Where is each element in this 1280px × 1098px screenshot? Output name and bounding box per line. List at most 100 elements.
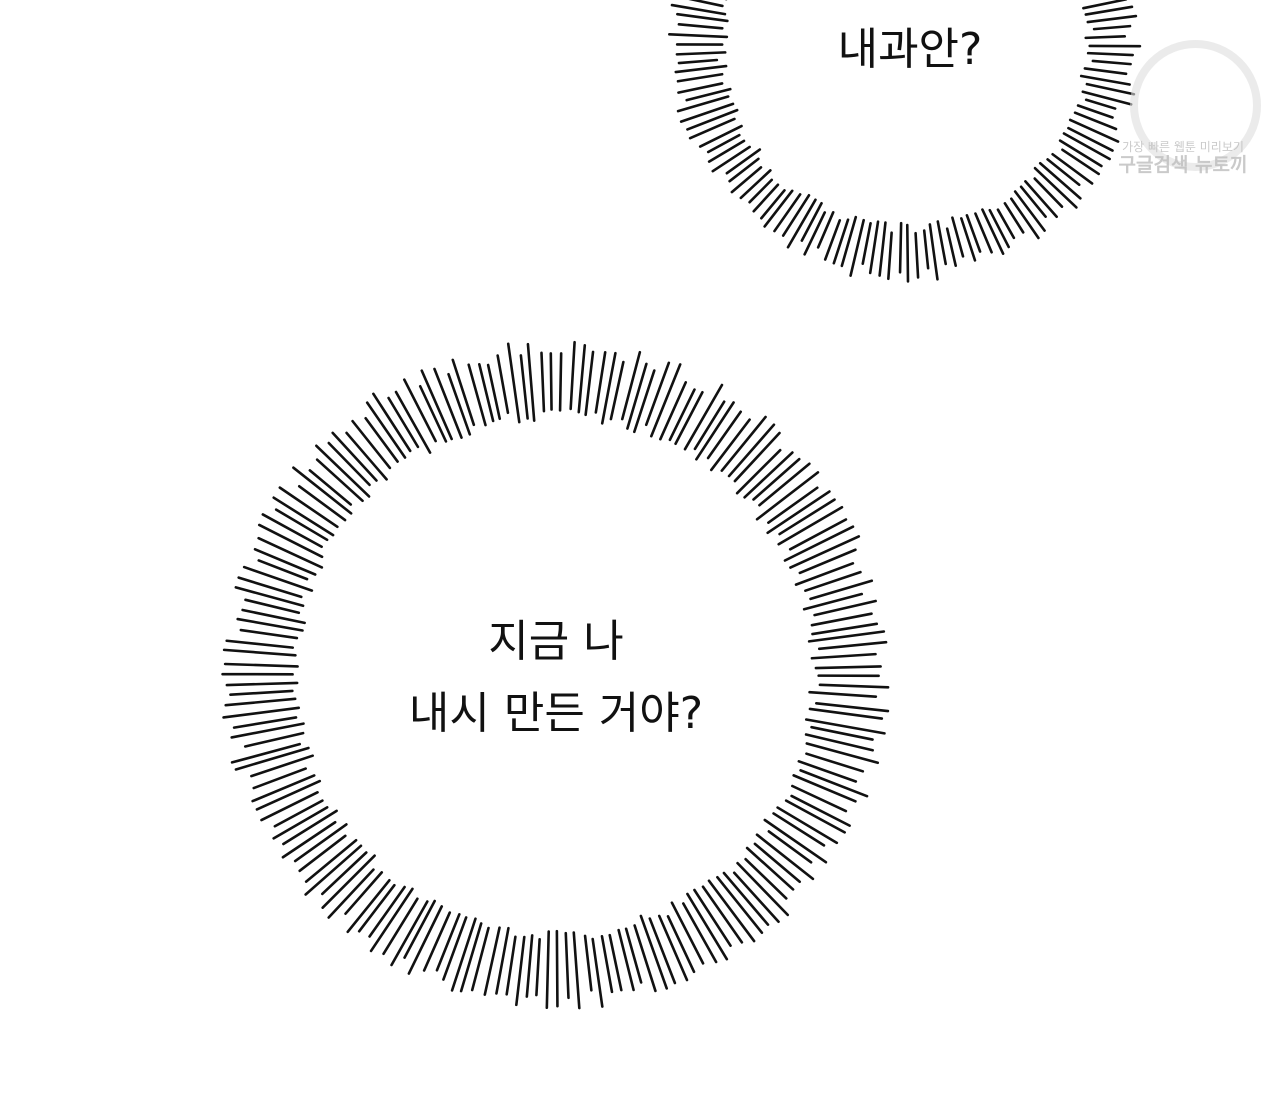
burst-line: [624, 927, 643, 984]
burst-line: [1033, 177, 1064, 208]
burst-line: [1082, 0, 1128, 10]
burst-line: [251, 774, 316, 803]
burst-line: [225, 639, 295, 649]
burst-line: [802, 592, 864, 611]
burst-line: [244, 598, 301, 615]
burst-line: [234, 746, 310, 771]
burst-line: [1051, 152, 1094, 185]
burst-line: [936, 220, 948, 266]
burst-line: [506, 342, 521, 424]
burst-line: [799, 769, 869, 798]
burst-line: [666, 914, 696, 974]
burst-line: [357, 883, 396, 933]
burst-line: [951, 216, 965, 258]
burst-line: [817, 640, 888, 651]
burst-line: [804, 570, 862, 592]
burst-line: [451, 358, 476, 427]
burst-line: [230, 742, 301, 764]
burst-line: [230, 722, 305, 739]
burst-line: [733, 431, 781, 483]
burst-line: [981, 208, 1005, 255]
burst-line: [776, 806, 839, 845]
burst-line: [804, 718, 886, 735]
burst-line: [861, 221, 872, 266]
burst-line: [261, 513, 323, 549]
burst-line: [478, 362, 495, 423]
burst-line: [297, 484, 347, 522]
burst-line: [711, 145, 751, 173]
burst-line: [755, 471, 820, 521]
burst-line: [496, 354, 510, 415]
burst-line: [668, 33, 729, 39]
burst-line: [584, 350, 595, 417]
burst-line: [320, 851, 368, 896]
burst-line: [693, 888, 732, 947]
burst-line: [735, 448, 782, 495]
burst-line: [1091, 59, 1132, 66]
burst-line: [800, 201, 823, 242]
burst-line: [676, 95, 730, 113]
burst-line: [433, 367, 463, 439]
burst-line: [450, 917, 477, 992]
burst-line: [1033, 166, 1078, 209]
burst-line: [752, 457, 801, 501]
burst-line: [753, 842, 801, 884]
burst-line: [293, 823, 348, 863]
burst-line: [545, 930, 551, 1010]
burst-line: [701, 885, 744, 944]
burst-line: [790, 794, 851, 827]
burst-line: [644, 361, 671, 427]
burst-line: [676, 12, 729, 23]
burst-line: [1083, 67, 1128, 76]
burst-line: [832, 218, 850, 265]
burst-line: [435, 913, 461, 972]
burst-line: [495, 926, 510, 995]
burst-line: [1085, 82, 1136, 96]
burst-line: [1062, 132, 1111, 161]
burst-line: [583, 934, 593, 992]
burst-line: [243, 731, 305, 748]
burst-line: [632, 369, 656, 434]
burst-line: [486, 363, 502, 421]
burst-line: [242, 565, 314, 592]
burst-line: [804, 733, 874, 752]
burst-line: [849, 218, 865, 277]
burst-line: [789, 535, 861, 569]
burst-line: [252, 767, 307, 790]
burst-line: [996, 208, 1016, 240]
burst-line: [260, 791, 319, 822]
watermark-line-1: 가장 빠른 웹툰 미리보기: [1122, 140, 1244, 154]
burst-line: [525, 934, 534, 998]
burst-line: [760, 189, 786, 220]
burst-line: [722, 871, 770, 926]
burst-line: [670, 901, 705, 965]
burst-line: [1068, 118, 1120, 143]
burst-line: [257, 559, 309, 581]
burst-line: [810, 652, 877, 660]
burst-line: [745, 846, 795, 891]
burst-line: [677, 23, 724, 30]
burst-line: [752, 183, 780, 213]
burst-line: [716, 875, 764, 935]
burst-line: [467, 363, 487, 427]
burst-line: [272, 806, 329, 840]
burst-line: [1019, 185, 1047, 218]
burst-line: [224, 697, 297, 707]
burst-line: [805, 752, 865, 773]
burst-line: [781, 193, 811, 237]
burst-line: [1058, 139, 1103, 168]
burst-line: [372, 392, 412, 453]
burst-line: [1076, 104, 1114, 119]
burst-line: [223, 662, 299, 668]
burst-line: [676, 72, 724, 83]
burst-line: [736, 861, 790, 917]
burst-line: [707, 139, 746, 163]
burst-line: [402, 378, 437, 443]
burst-line: [898, 221, 903, 274]
burst-line: [670, 3, 727, 16]
burst-line: [810, 725, 874, 741]
burst-line: [1086, 14, 1138, 24]
burst-line: [364, 416, 399, 463]
burst-line: [620, 350, 642, 421]
burst-line: [674, 64, 728, 74]
